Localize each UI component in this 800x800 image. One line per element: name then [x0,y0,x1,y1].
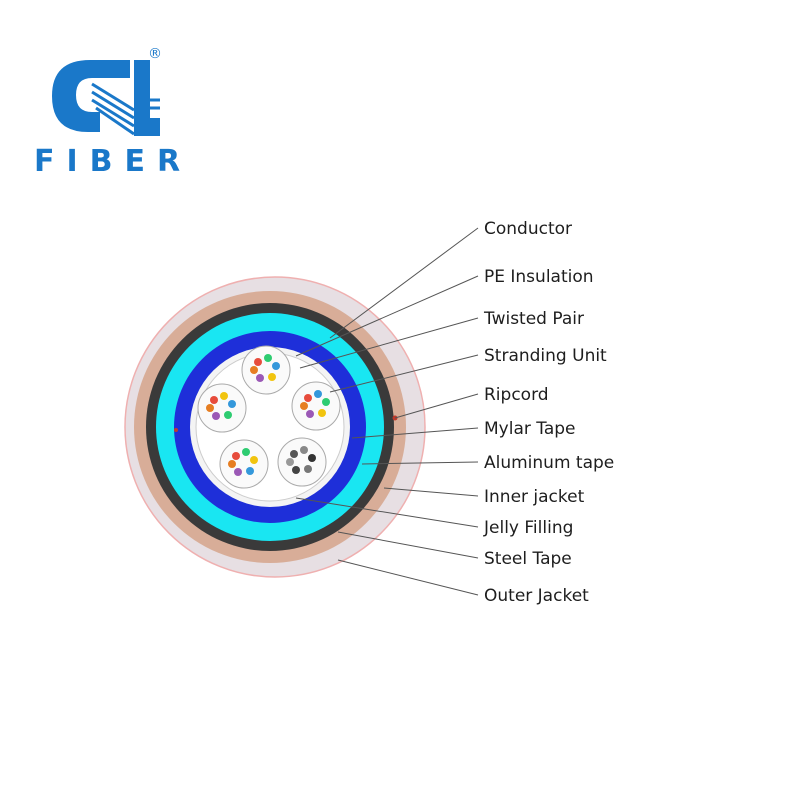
brand-name: FIBER [34,144,193,179]
brand-logo [30,40,190,190]
label-ripcord: Ripcord [484,385,549,405]
stranding-unit [277,437,327,487]
label-jelly-filling: Jelly Filling [483,518,573,538]
callout-labels: Conductor PE Insulation Twisted Pair Str… [483,219,614,606]
label-stranding-unit: Stranding Unit [484,346,607,366]
stranding-unit [241,345,291,395]
label-inner-jacket: Inner jacket [484,487,585,507]
label-conductor: Conductor [484,219,572,239]
label-pe-insulation: PE Insulation [484,267,594,287]
label-steel-tape: Steel Tape [484,549,572,569]
stranding-unit [219,439,269,489]
cable-cross-section [124,276,426,578]
registered-mark: ® [148,46,162,62]
label-mylar-tape: Mylar Tape [484,419,576,439]
stranding-unit [291,381,341,431]
label-aluminum-tape: Aluminum tape [484,453,614,473]
label-twisted-pair: Twisted Pair [483,309,584,329]
stranding-unit [197,383,247,433]
ripcord-mark [174,428,178,432]
leader-lines [295,227,479,596]
label-outer-jacket: Outer Jacket [484,586,589,606]
cl-logo-icon [52,60,160,136]
